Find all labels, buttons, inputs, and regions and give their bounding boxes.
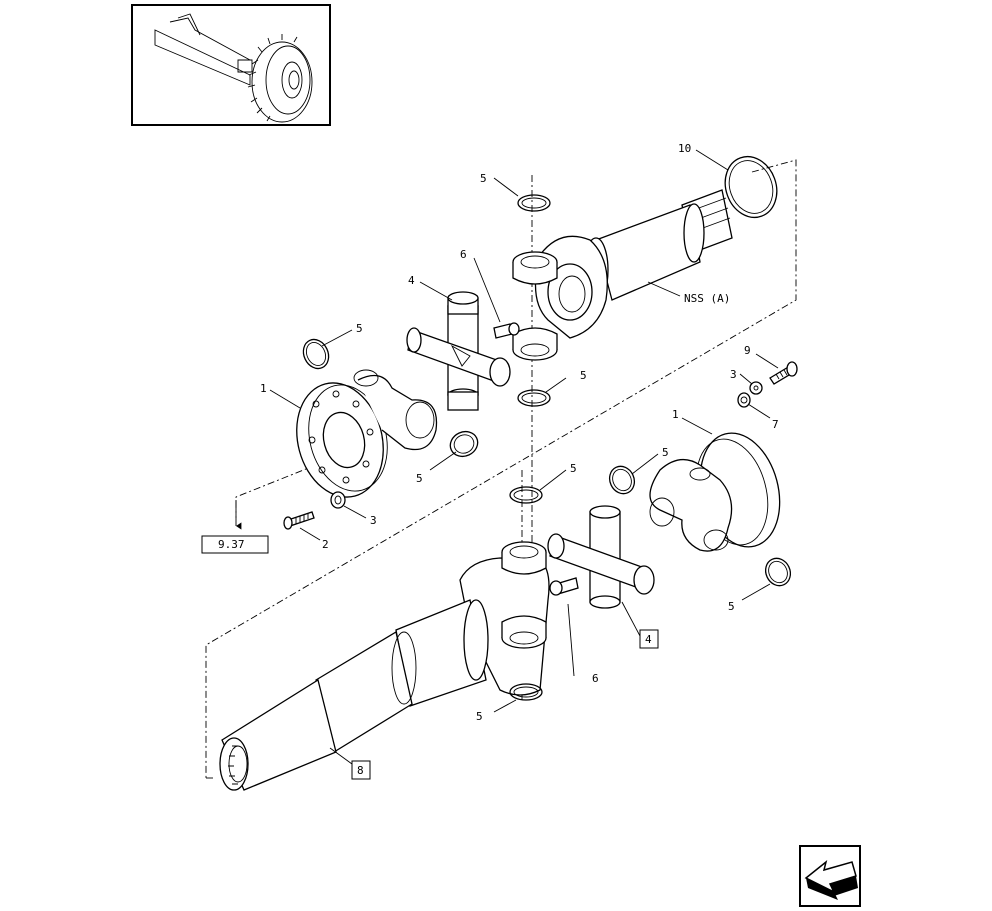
reference-8[interactable]: 8 [351,760,371,780]
callout-6-top: 6 [460,248,467,261]
snap-ring-5-left [302,338,330,370]
location-thumbnail [131,4,331,126]
snap-ring-5-bottom [509,683,543,701]
flange-yoke-1-left [296,369,438,498]
leader-lines [235,149,779,765]
callout-9: 9 [744,344,751,357]
callout-labels: 10 5 6 4 NSS (A) 5 5 1 5 9 3 7 1 5 5 2 3… [260,142,779,723]
snap-ring-10 [724,155,778,219]
universal-joint-cross-4-lower [547,505,655,609]
reference-8-label: 8 [357,764,364,777]
tractor-wheel-icon [247,34,313,123]
callout-5-mid: 5 [580,369,587,382]
callout-5-lower-left: 5 [416,472,423,485]
reference-4[interactable]: 4 [639,629,659,649]
snap-ring-5-center-upper [509,486,543,504]
callout-4-top: 4 [408,274,415,287]
snap-ring-5-lower-left [449,430,479,458]
callout-6-bottom: 6 [592,672,599,685]
reference-9-37-label: 9.37 [218,538,245,551]
callout-1-right: 1 [672,408,679,421]
flange-yoke-1-right [649,432,781,552]
upper-drive-shaft [512,189,733,361]
callout-5-left: 5 [356,322,363,335]
callout-7: 7 [772,418,779,431]
reference-9-37[interactable]: 9.37 [201,535,269,554]
snap-ring-5-mid [517,389,551,407]
callout-5-top: 5 [480,172,487,185]
snap-ring-5-right-lower [764,557,792,587]
callout-5-bottom: 5 [476,710,483,723]
lower-drive-shaft-8 [219,541,550,791]
grease-fitting-6-lower [549,577,579,596]
callout-2: 2 [322,538,329,551]
callout-5-right-lower: 5 [728,600,735,613]
callout-5-center-upper: 5 [570,462,577,475]
callout-3-right: 3 [730,368,737,381]
callout-5-right-upper: 5 [662,446,669,459]
grease-fitting-6-upper [493,322,520,339]
callout-10: 10 [678,142,691,155]
bolt-9 [769,361,798,385]
universal-joint-cross-4-upper [406,291,511,411]
snap-ring-5-top [517,194,551,212]
nut-7 [737,392,751,408]
snap-ring-5-right-upper [608,465,636,495]
reference-4-label: 4 [645,633,652,646]
callout-1-left: 1 [260,382,267,395]
callout-nss-a: NSS (A) [684,292,730,305]
washer-3-left [330,491,346,509]
bolt-2 [283,511,315,530]
previous-page-arrow-icon[interactable] [799,845,861,907]
callout-3-left: 3 [370,514,377,527]
washer-3-right [749,381,763,395]
